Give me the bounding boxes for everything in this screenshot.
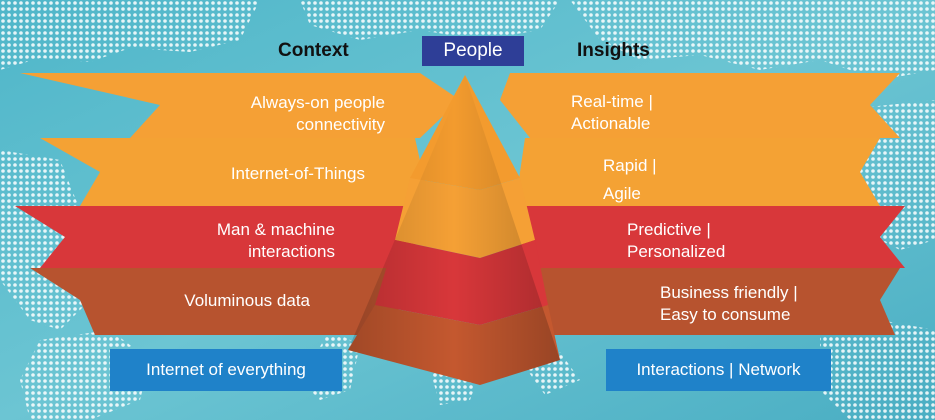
insights-header: Insights	[577, 40, 650, 61]
footer-left-box: Internet of everything	[110, 349, 342, 391]
band-left-label-1: Always-on people connectivity	[250, 93, 385, 134]
band-right-label-2: Rapid | Agile	[603, 156, 657, 203]
band-right-3	[520, 206, 905, 268]
band-left-label-2: Internet-of-Things	[230, 164, 365, 183]
band-left-label-4: Voluminous data	[184, 291, 310, 310]
band-right-4	[540, 268, 900, 335]
context-header: Context	[278, 40, 349, 61]
band-left-2	[40, 138, 430, 206]
band-right-1	[500, 73, 900, 138]
band-right-label-4: Business friendly | Easy to consume	[660, 283, 798, 324]
band-left-1	[20, 73, 460, 138]
band-right-2	[515, 138, 880, 206]
footer-right-box: Interactions | Network	[606, 349, 831, 391]
band-left-4	[30, 268, 400, 335]
band-left-label-3: Man & machine interactions	[216, 220, 335, 261]
band-left-3	[15, 206, 420, 268]
band-right-label-3: Predictive | Personalized	[627, 220, 726, 261]
pyramid	[348, 75, 560, 385]
band-right-label-1: Real-time | Actionable	[571, 92, 653, 133]
people-header-box: People	[422, 36, 524, 66]
pyramid-shading	[348, 75, 560, 385]
